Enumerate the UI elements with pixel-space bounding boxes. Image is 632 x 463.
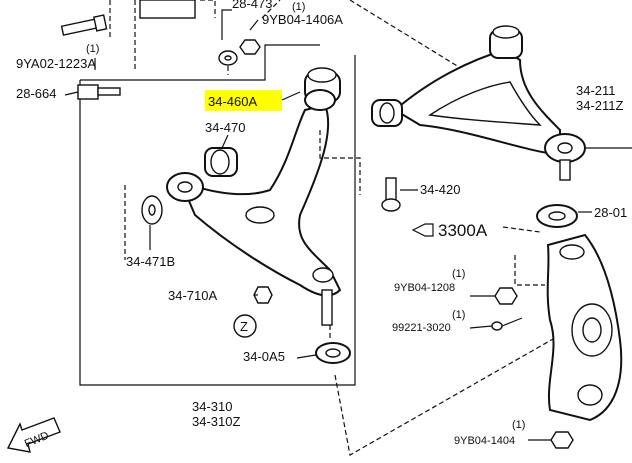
arm-bushing-front: [166, 172, 204, 202]
leader-3020: [469, 325, 493, 329]
label-34-420: 34-420: [420, 182, 460, 197]
upper-control-arm: [371, 25, 586, 181]
lower-control-arm: [178, 103, 342, 297]
label-28-473: 28-473: [232, 0, 272, 11]
label-34-211z: 34-211Z: [576, 98, 624, 113]
label-28-01: 28-01: [594, 205, 627, 220]
label-34-211: 34-211: [576, 83, 616, 98]
arrow-symbol-icon: [411, 223, 434, 237]
label-34-470: 34-470: [205, 120, 245, 135]
label-34-310: 34-310: [192, 399, 232, 414]
label-34-310z: 34-310Z: [192, 414, 240, 429]
label-3300a: 3300A: [438, 221, 488, 240]
highlight-box: [205, 90, 282, 111]
qty-1404: (1): [512, 419, 525, 431]
arm-bushing-top: [304, 67, 341, 111]
fwd-arrow-icon: [6, 417, 61, 453]
bolt-28-664: [77, 84, 121, 100]
qty-1406a: (1): [292, 1, 305, 13]
mount-28-01: [536, 204, 578, 228]
subframe-bracket-line: [80, 44, 320, 81]
subframe-fragment: [139, 0, 196, 19]
dash-top-right-cut: [261, 0, 281, 19]
nut-icon: [239, 39, 261, 55]
ball-joint-stud: [321, 289, 333, 326]
label-99221-3020: 99221-3020: [392, 322, 451, 334]
qty-3020: (1): [452, 309, 465, 321]
qty-1208: (1): [452, 268, 465, 280]
cotter-pin-99221-3020: [491, 317, 523, 331]
label-34-710a: 34-710A: [168, 288, 217, 303]
label-34-460a: 34-460A: [208, 94, 257, 109]
bushing-34-470: [204, 147, 238, 177]
leader-34-0a5: [296, 354, 317, 359]
assembly-boundary-box: [79, 55, 356, 386]
leader-34-460a: [281, 91, 301, 101]
label-z: Z: [240, 319, 248, 334]
qty-1223a: (1): [86, 43, 99, 55]
label-9ya02-1223a: 9YA02-1223A: [16, 56, 96, 71]
label-9yb04-1404: 9YB04-1404: [454, 435, 515, 447]
dash-to-knuckle: [334, 334, 561, 456]
dash-to-upper-arm: [349, 0, 481, 81]
leader-28-664: [64, 91, 79, 96]
nut-9yb04-1208: [494, 287, 518, 305]
bolt-9ya02-1223a: [60, 14, 108, 36]
dash-arm-to-bolt: [319, 130, 361, 195]
leader-1406a: [249, 19, 259, 31]
label-9yb04-1406a: 9YB04-1406A: [262, 12, 343, 27]
label-34-471b: 34-471B: [126, 254, 175, 269]
steering-knuckle: [546, 233, 623, 422]
dash-3300a: [502, 226, 541, 233]
dash-knuckle-nut: [514, 255, 545, 286]
label-9yb04-1208: 9YB04-1208: [394, 282, 455, 294]
washer-hole: [224, 55, 232, 61]
leader-28-473: [221, 9, 232, 40]
washer-34-471b-hole: [148, 204, 156, 216]
label-28-664: 28-664: [16, 86, 56, 101]
nut-9yb04-1404: [550, 431, 574, 449]
leader-34-470: [221, 134, 229, 149]
bolt-34-420: [381, 177, 401, 212]
z-marker-circle: [233, 314, 257, 338]
boot-34-0a5: [315, 342, 351, 364]
label-34-0a5: 34-0A5: [243, 349, 285, 364]
dash-top-cut: [200, 0, 216, 18]
